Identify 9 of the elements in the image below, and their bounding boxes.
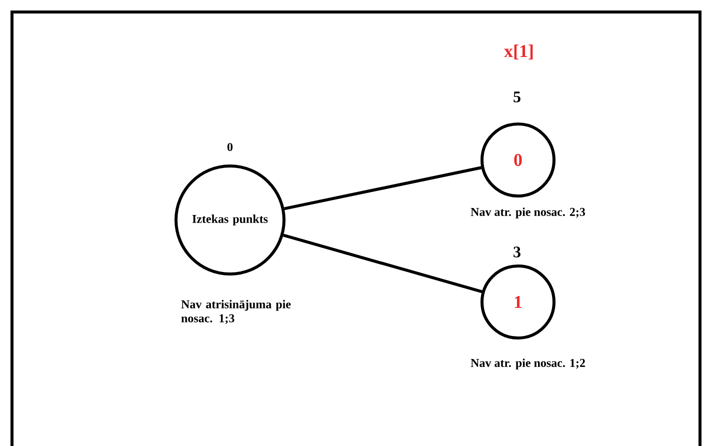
node-value: 3 [514, 246, 520, 258]
node-value: 0 [227, 142, 233, 152]
node-caption: Nav atrisinājuma pie nosac. 1;3 [181, 300, 291, 324]
connector-line [284, 166, 482, 210]
node-caption: Nav atr. pie nosac. 1;2 [470, 358, 585, 370]
node-value: 5 [514, 92, 520, 102]
variable-label: x[1] [504, 44, 533, 60]
connector-line [282, 234, 482, 294]
node-caption: Nav atr. pie nosac. 2;3 [470, 208, 586, 218]
